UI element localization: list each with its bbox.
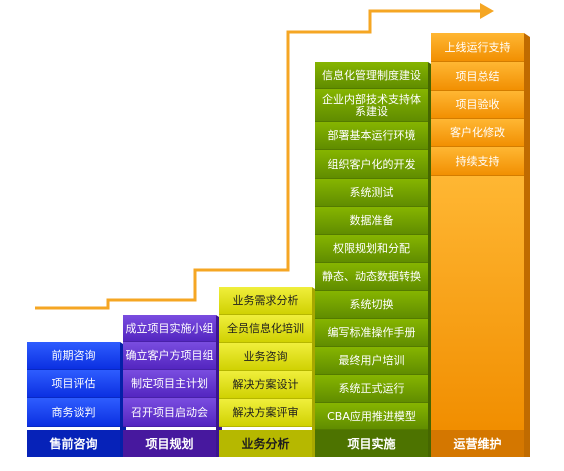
column-presales: 前期咨询 项目评估 商务谈判 售前咨询 bbox=[27, 342, 126, 457]
step-cell: 前期咨询 bbox=[27, 342, 120, 370]
step-cell-empty bbox=[431, 176, 524, 430]
step-cell: 编写标准操作手册 bbox=[315, 319, 428, 347]
step-cell: 确立客户方项目组 bbox=[123, 342, 216, 370]
step-cell: 项目评估 bbox=[27, 370, 120, 398]
column-analysis: 业务需求分析 全员信息化培训 业务咨询 解决方案设计 解决方案评审 业务分析 bbox=[219, 287, 318, 457]
phase-label: 售前咨询 bbox=[27, 430, 120, 457]
step-cell: 成立项目实施小组 bbox=[123, 315, 216, 342]
step-cell: 业务咨询 bbox=[219, 343, 312, 371]
step-cell: 解决方案设计 bbox=[219, 371, 312, 399]
step-cell: 召开项目启动会 bbox=[123, 398, 216, 427]
step-cell: 持续支持 bbox=[431, 147, 524, 176]
step-cell: 业务需求分析 bbox=[219, 287, 312, 315]
step-cell: 静态、动态数据转换 bbox=[315, 263, 428, 291]
step-cell: 商务谈判 bbox=[27, 398, 120, 427]
step-cell: 项目总结 bbox=[431, 62, 524, 91]
column-planning: 成立项目实施小组 确立客户方项目组 制定项目主计划 召开项目启动会 项目规划 bbox=[123, 315, 222, 457]
phase-label: 项目实施 bbox=[315, 430, 428, 457]
step-cell: 系统测试 bbox=[315, 179, 428, 207]
step-cell: 系统切换 bbox=[315, 291, 428, 319]
step-cell: 系统正式运行 bbox=[315, 375, 428, 403]
step-cell: 客户化修改 bbox=[431, 119, 524, 147]
phase-label: 运营维护 bbox=[431, 430, 524, 457]
step-cell: 权限规划和分配 bbox=[315, 235, 428, 263]
step-cell: 组织客户化的开发 bbox=[315, 150, 428, 179]
step-cell: 数据准备 bbox=[315, 207, 428, 235]
column-implementation: 信息化管理制度建设 企业内部技术支持体系建设 部署基本运行环境 组织客户化的开发… bbox=[315, 62, 434, 457]
step-cell: 全员信息化培训 bbox=[219, 315, 312, 343]
phase-label: 项目规划 bbox=[123, 430, 216, 457]
step-cell: 信息化管理制度建设 bbox=[315, 62, 428, 89]
step-cell: 部署基本运行环境 bbox=[315, 122, 428, 150]
step-cell: 制定项目主计划 bbox=[123, 370, 216, 398]
column-side bbox=[524, 33, 530, 457]
column-operations: 上线运行支持 项目总结 项目验收 客户化修改 持续支持 运营维护 bbox=[431, 33, 530, 457]
step-cell: 项目验收 bbox=[431, 91, 524, 119]
step-cell: 上线运行支持 bbox=[431, 33, 524, 62]
step-cell: 解决方案评审 bbox=[219, 399, 312, 427]
phase-label: 业务分析 bbox=[219, 430, 312, 457]
step-cell: 最终用户培训 bbox=[315, 347, 428, 375]
step-cell: CBA应用推进模型 bbox=[315, 403, 428, 430]
step-cell: 企业内部技术支持体系建设 bbox=[315, 89, 428, 122]
